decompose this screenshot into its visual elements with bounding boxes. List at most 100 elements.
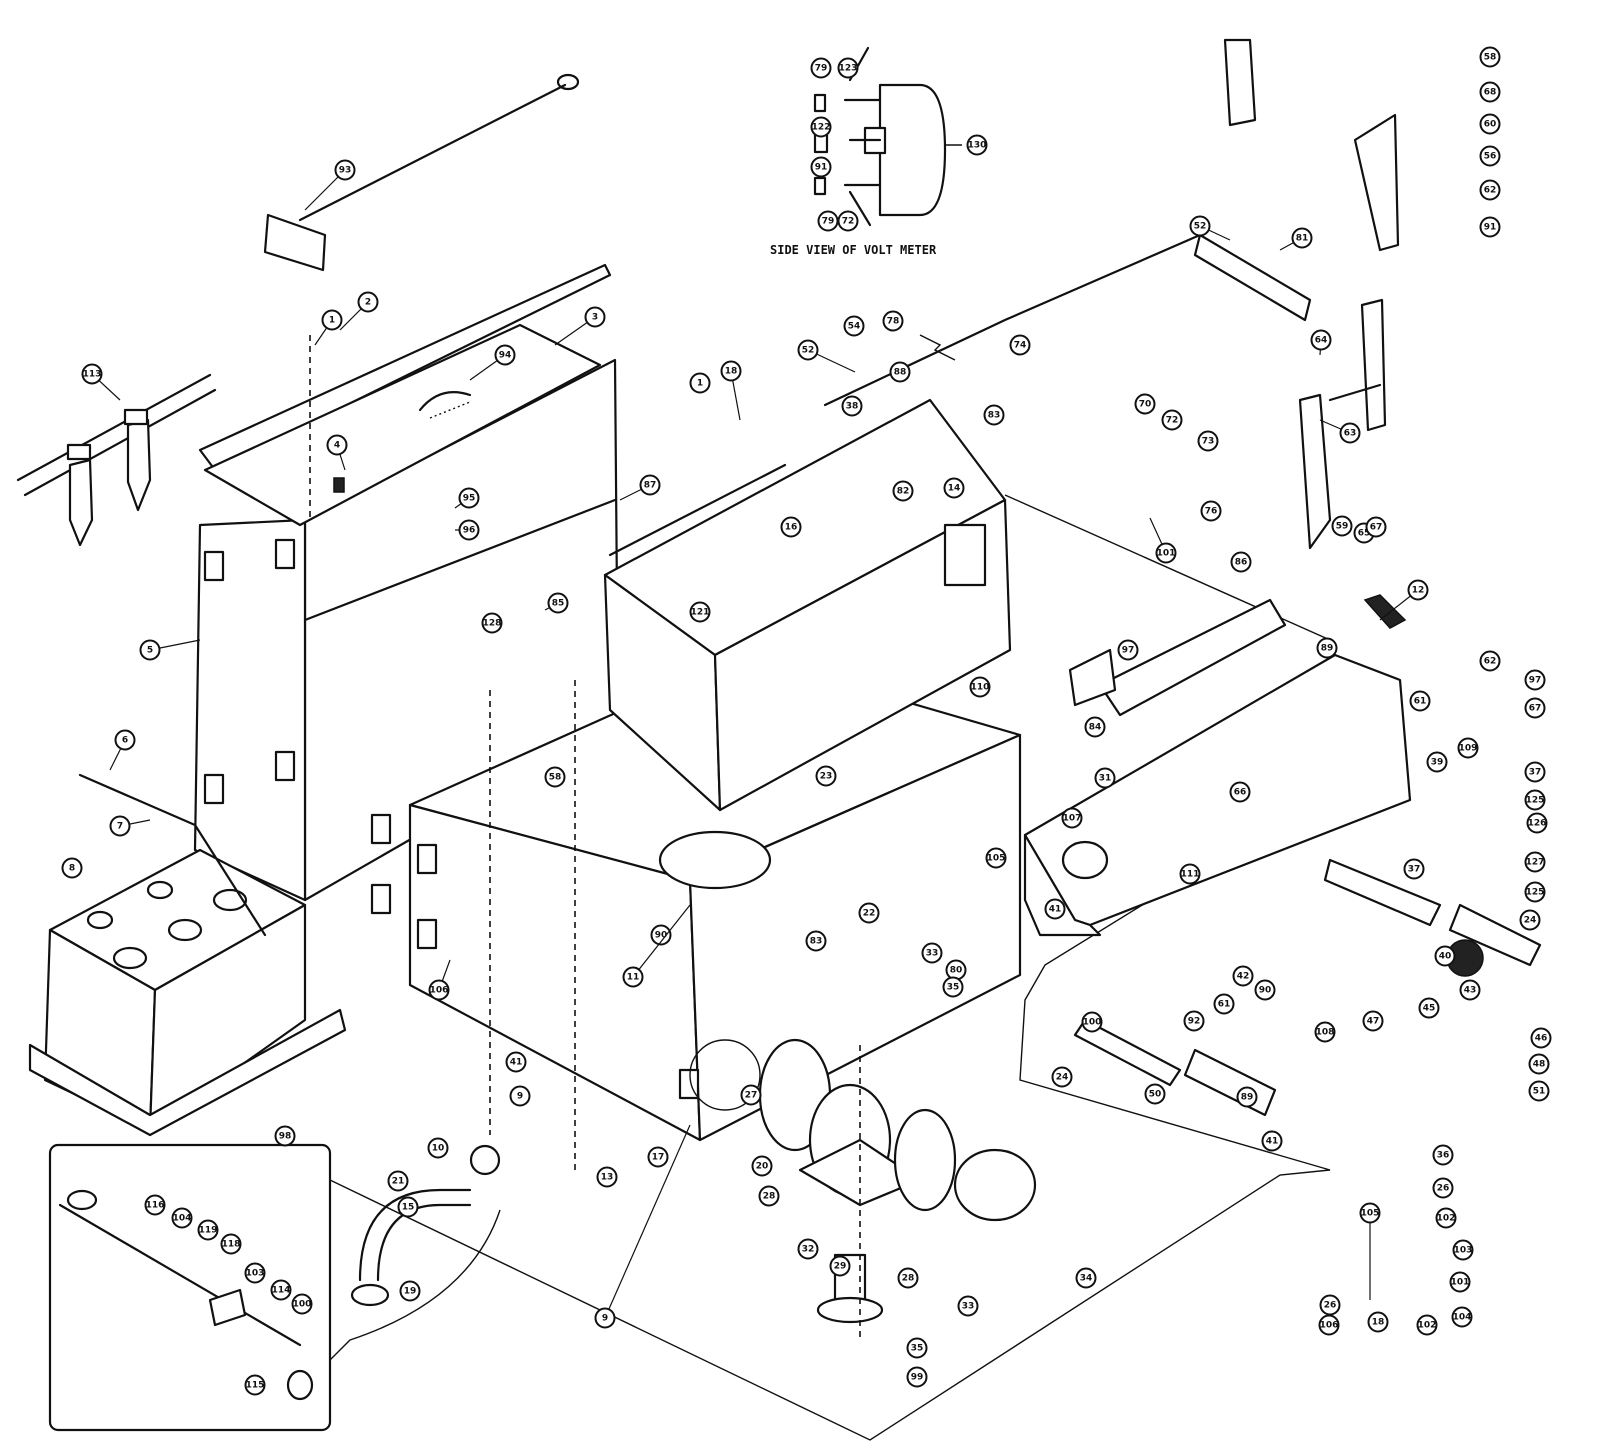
callout-118: 118 [220,1233,242,1255]
callout-label: 15 [402,1203,415,1213]
callout-9: 9 [594,1307,616,1329]
callout-label: 118 [222,1240,241,1250]
callout-40: 40 [1434,945,1456,967]
callout-56: 56 [1479,145,1501,167]
callout-label: 1 [697,379,703,389]
callout-61: 61 [1409,690,1431,712]
callout-label: 86 [1235,558,1248,568]
callout-label: 125 [1526,796,1545,806]
callout-35: 35 [942,976,964,998]
callout-layer: 9323194495961135678128855887121118167852… [61,46,1552,1396]
callout-label: 37 [1408,865,1421,875]
callout-67: 67 [1365,516,1387,538]
callout-1: 1 [321,309,343,331]
callout-111: 111 [1179,863,1201,885]
callout-125: 125 [1524,789,1546,811]
battery [28,773,347,1137]
callout-79: 79 [817,210,839,232]
callout-42: 42 [1232,965,1254,987]
fuel-hose [329,1144,501,1361]
callout-label: 109 [1459,744,1478,754]
callout-label: 58 [549,773,562,783]
callout-label: 18 [725,367,738,377]
jumper-cable [16,373,217,547]
valve-inset [48,1143,332,1432]
callout-label: 22 [863,909,876,919]
callout-114: 114 [270,1279,292,1301]
callout-17: 17 [647,1146,669,1168]
callout-102: 102 [1435,1207,1457,1229]
callout-89: 89 [1316,637,1338,659]
callout-122: 122 [810,116,832,138]
callout-27: 27 [740,1084,762,1106]
callout-label: 107 [1063,814,1082,824]
callout-label: 34 [1080,1274,1093,1284]
callout-label: 95 [463,494,476,504]
callout-106: 106 [428,979,450,1001]
callout-39: 39 [1426,751,1448,773]
callout-label: 62 [1484,186,1497,196]
callout-54: 54 [843,315,865,337]
callout-label: 31 [1099,774,1112,784]
callout-22: 22 [858,902,880,924]
callout-label: 4 [334,441,340,451]
callout-73: 73 [1197,430,1219,452]
callout-87: 87 [639,474,661,496]
callout-label: 9 [517,1092,523,1102]
callout-116: 116 [144,1194,166,1216]
callout-88: 88 [889,361,911,383]
callout-3: 3 [584,306,606,328]
callout-32: 32 [797,1238,819,1260]
callout-label: 46 [1535,1034,1548,1044]
callout-label: 7 [117,822,123,832]
callout-66: 66 [1229,781,1251,803]
callout-45: 45 [1418,997,1440,1019]
callout-label: 40 [1439,952,1452,962]
callout-label: 72 [842,217,855,227]
callout-104: 104 [171,1207,193,1229]
callout-128: 128 [481,612,503,634]
callout-89: 89 [1236,1086,1258,1108]
callout-61: 61 [1213,993,1235,1015]
callout-58: 58 [544,766,566,788]
callout-41: 41 [1044,898,1066,920]
callout-2: 2 [357,291,379,313]
callout-label: 16 [785,523,798,533]
callout-58: 58 [1479,46,1501,68]
callout-83: 83 [983,404,1005,426]
callout-label: 60 [1484,120,1497,130]
callout-16: 16 [780,516,802,538]
callout-label: 68 [1484,88,1497,98]
callout-label: 106 [1320,1321,1339,1331]
callout-label: 89 [1321,644,1334,654]
callout-72: 72 [837,210,859,232]
callout-93: 93 [334,159,356,181]
callout-1: 1 [689,372,711,394]
callout-label: 24 [1524,916,1537,926]
callout-90: 90 [650,924,672,946]
callout-79: 79 [810,57,832,79]
callout-label: 27 [745,1091,758,1101]
callout-label: 76 [1205,507,1218,517]
callout-81: 81 [1291,227,1313,249]
callout-label: 114 [272,1286,291,1296]
callout-label: 39 [1431,758,1444,768]
callout-label: 99 [911,1373,924,1383]
callout-63: 63 [1339,422,1361,444]
callout-60: 60 [1479,113,1501,135]
callout-label: 61 [1218,1000,1231,1010]
callout-label: 105 [987,854,1006,864]
callout-23: 23 [815,765,837,787]
callout-label: 90 [655,931,668,941]
callout-label: 82 [897,487,910,497]
drawing [16,38,1542,1441]
callout-62: 62 [1479,650,1501,672]
callout-label: 37 [1529,768,1542,778]
callout-label: 102 [1437,1214,1456,1224]
callout-label: 78 [887,317,900,327]
callout-label: 50 [1149,1090,1162,1100]
callout-label: 125 [1526,888,1545,898]
callout-label: 3 [592,313,598,323]
callout-101: 101 [1155,542,1177,564]
callout-92: 92 [1183,1010,1205,1032]
